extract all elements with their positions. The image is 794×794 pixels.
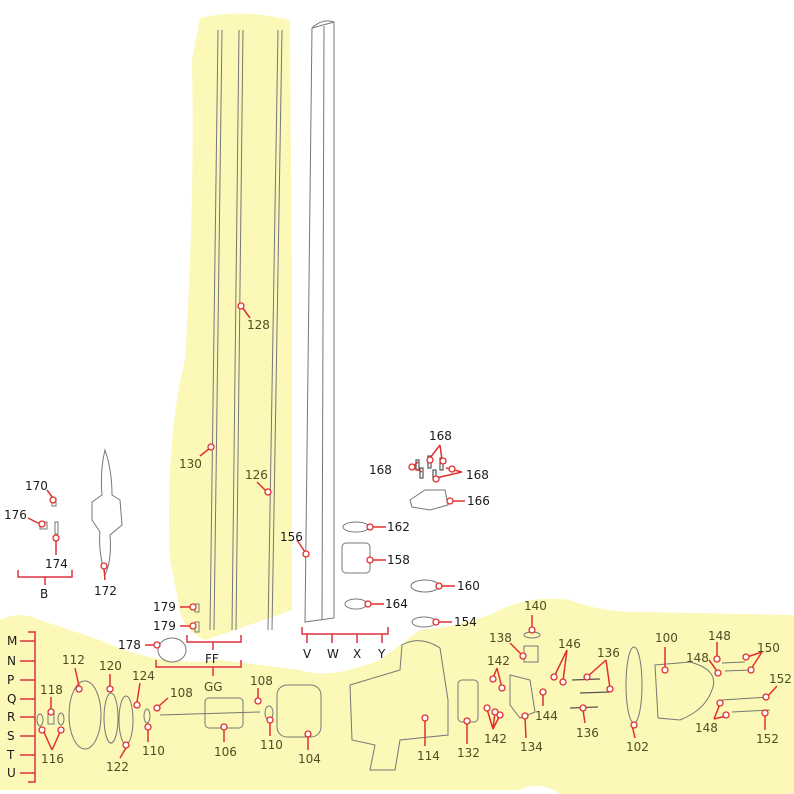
part-label: 108	[250, 674, 273, 688]
part-label: 106	[214, 745, 237, 759]
housing-114	[349, 640, 449, 771]
part-label: 154	[454, 615, 477, 629]
part-label: 120	[99, 659, 122, 673]
part-label: 134	[520, 740, 543, 754]
part-label: 114	[417, 749, 440, 763]
lower-part-labels: 112 120 118 124 108 116 122 110 106 108 …	[40, 599, 792, 774]
bracket-gg	[155, 660, 242, 676]
part-label: 152	[756, 732, 779, 746]
upper-part-labels: 170 176 174 172 130 128 126 156 168 168 …	[4, 318, 490, 652]
group-label-ff: FF	[205, 652, 219, 666]
row-letter: T	[6, 748, 15, 762]
part-label: 102	[626, 740, 649, 754]
row-letter: M	[7, 634, 17, 648]
group-label-v: V	[303, 647, 312, 661]
bracket-rows	[20, 631, 36, 783]
part-label: 168	[429, 429, 452, 443]
row-letters: M N P Q R S T U	[6, 634, 17, 780]
part-label: 140	[524, 599, 547, 613]
part-label: 126	[245, 468, 268, 482]
part-116b	[57, 712, 65, 726]
group-label-gg: GG	[204, 680, 223, 694]
row-letter: R	[7, 710, 15, 724]
bracket-vwxy	[301, 627, 389, 643]
part-label: 122	[106, 760, 129, 774]
group-label-x: X	[353, 647, 361, 661]
part-label: 170	[25, 479, 48, 493]
group-label-w: W	[327, 647, 339, 661]
part-label: 116	[41, 752, 64, 766]
part-112	[68, 680, 102, 750]
part-120	[103, 692, 119, 744]
part-label: 138	[489, 631, 512, 645]
part-label: 128	[247, 318, 270, 332]
part-160	[410, 579, 440, 593]
group-label-y: Y	[377, 647, 386, 661]
bracket-b	[17, 570, 73, 585]
part-label: 164	[385, 597, 408, 611]
part-label: 176	[4, 508, 27, 522]
part-174	[54, 521, 59, 535]
rod-126	[267, 29, 283, 631]
part-label: 179	[153, 619, 176, 633]
propeller-172	[91, 448, 123, 577]
part-label: 104	[298, 752, 321, 766]
part-label: 118	[40, 683, 63, 697]
part-label: 148	[686, 651, 709, 665]
part-label: 166	[467, 494, 490, 508]
part-label: 100	[655, 631, 678, 645]
part-label: 172	[94, 584, 117, 598]
row-letter: N	[7, 654, 16, 668]
part-label: 152	[769, 672, 792, 686]
part-158	[341, 542, 371, 574]
row-letter: P	[7, 673, 14, 687]
part-label: 130	[179, 457, 202, 471]
part-label: 136	[576, 726, 599, 740]
row-letter: U	[7, 766, 16, 780]
part-label: 156	[280, 530, 303, 544]
row-letter: Q	[7, 692, 16, 706]
part-label: 144	[535, 709, 558, 723]
part-label: 148	[708, 629, 731, 643]
part-label: 174	[45, 557, 68, 571]
shaft-156	[304, 20, 335, 623]
part-label: 124	[132, 669, 155, 683]
part-label: 179	[153, 600, 176, 614]
highlight-bottom	[0, 598, 794, 794]
part-116a	[36, 713, 44, 727]
rod-130	[209, 29, 223, 631]
part-label: 148	[695, 721, 718, 735]
nosecone-100	[654, 661, 715, 721]
part-label: 150	[757, 641, 780, 655]
part-label: 168	[369, 463, 392, 477]
row-letter: S	[7, 729, 15, 743]
part-110a	[143, 708, 151, 724]
part-label: 168	[466, 468, 489, 482]
part-label: 142	[487, 654, 510, 668]
part-label: 112	[62, 653, 85, 667]
highlight-rods	[169, 13, 292, 641]
part-label: 162	[387, 520, 410, 534]
bracket-ff	[186, 635, 242, 650]
part-label: 142	[484, 732, 507, 746]
part-162	[342, 521, 370, 533]
part-label: 158	[387, 553, 410, 567]
part-104	[276, 684, 322, 738]
part-label: 110	[260, 738, 283, 752]
leader-lines	[27, 302, 778, 759]
part-label: 146	[558, 637, 581, 651]
part-label: 110	[142, 744, 165, 758]
part-164	[344, 598, 368, 610]
part-178	[157, 637, 187, 663]
part-166	[409, 489, 449, 511]
group-label-b: B	[40, 587, 48, 601]
part-label: 136	[597, 646, 620, 660]
part-label: 108	[170, 686, 193, 700]
part-label: 160	[457, 579, 480, 593]
rod-128	[231, 29, 244, 631]
part-label: 132	[457, 746, 480, 760]
part-label: 178	[118, 638, 141, 652]
